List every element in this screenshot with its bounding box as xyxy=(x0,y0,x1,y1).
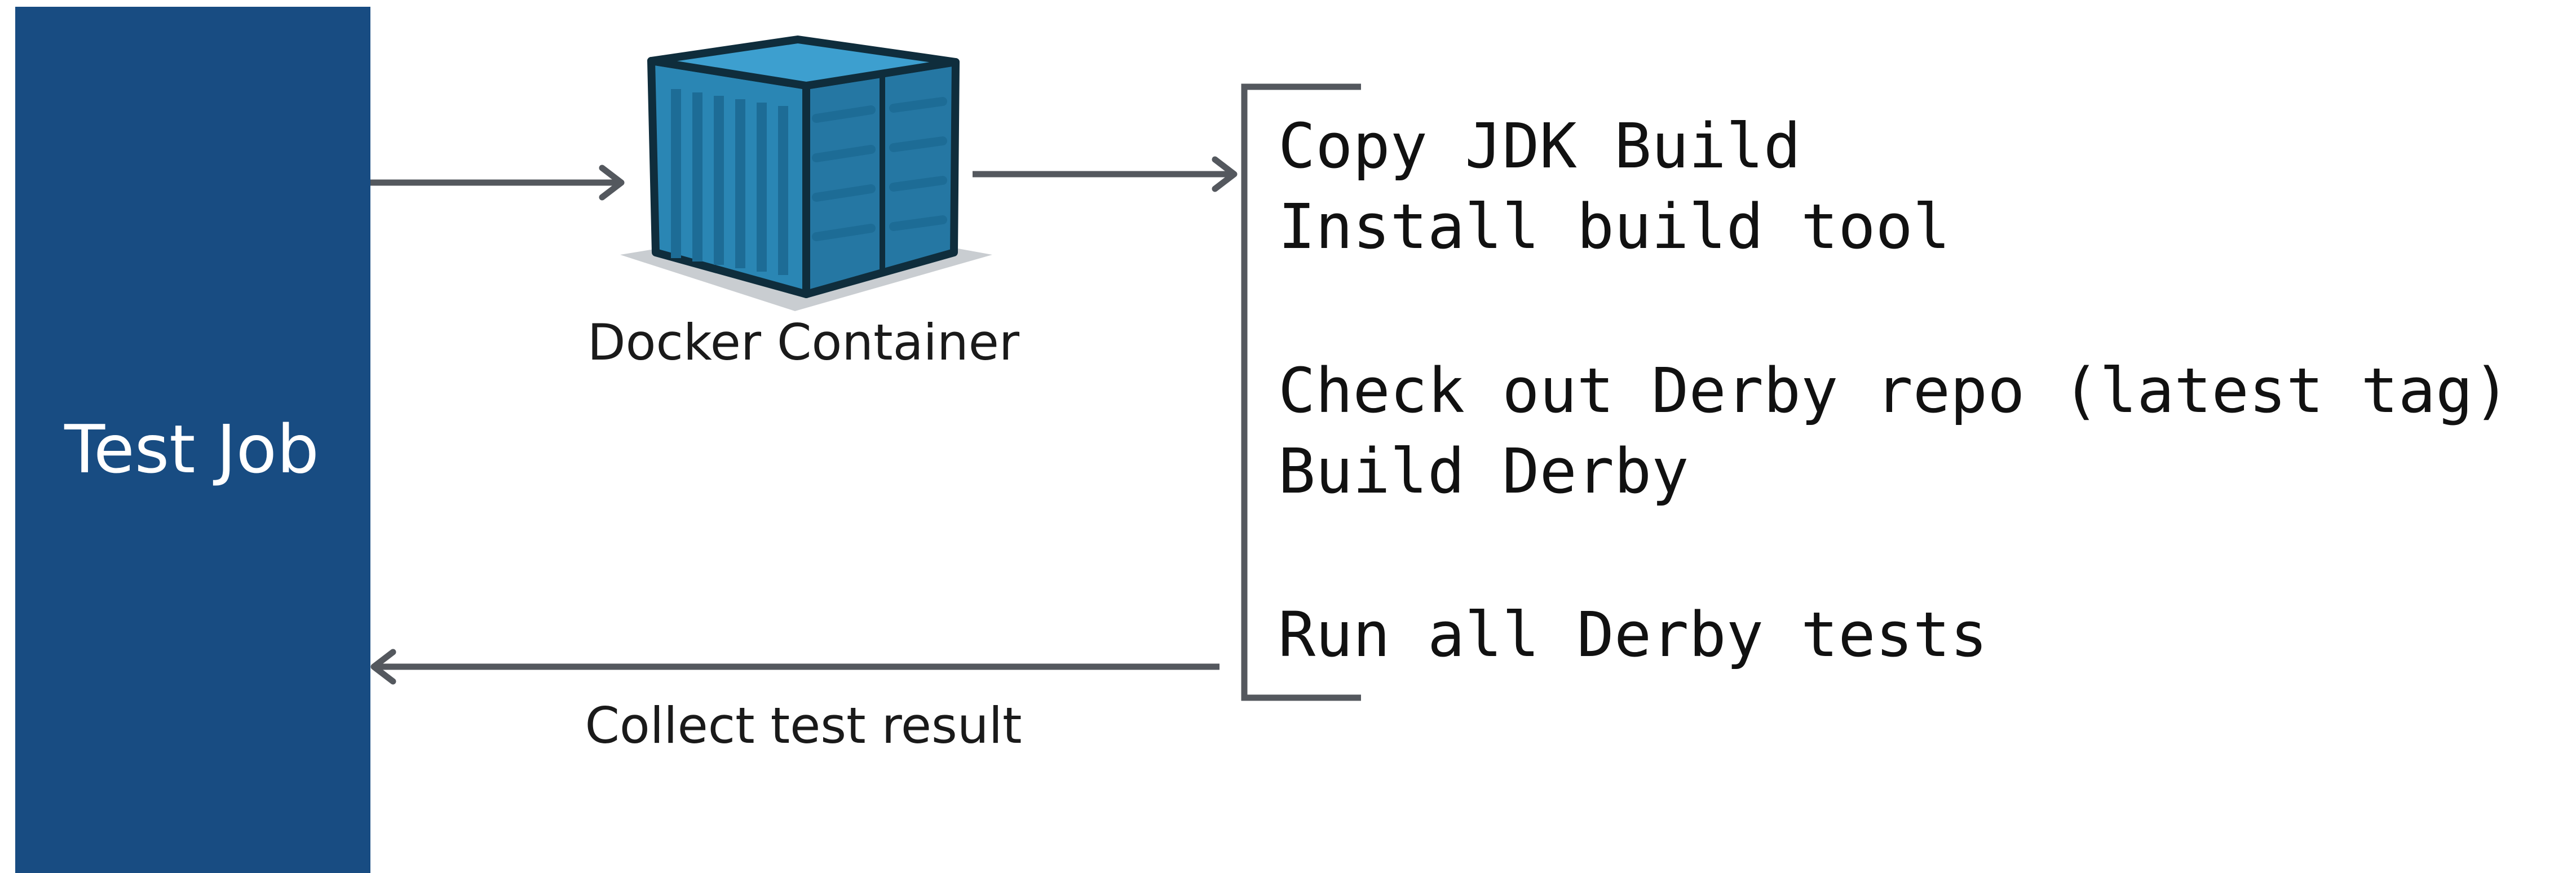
step-check-out-derby-repo: Check out Derby repo (latest tag) xyxy=(1278,354,2510,427)
docker-container-icon xyxy=(620,36,992,311)
test-job-block: Test Job xyxy=(15,7,370,873)
step-build-derby: Build Derby xyxy=(1278,435,1689,507)
step-copy-jdk-build: Copy JDK Build xyxy=(1278,110,1801,182)
docker-container-caption: Docker Container xyxy=(587,313,1020,371)
arrow-return-to-job xyxy=(370,649,1219,685)
step-run-derby-tests: Run all Derby tests xyxy=(1278,599,1987,671)
test-job-label: Test Job xyxy=(64,410,319,488)
steps-list: Copy JDK Build Install build tool Check … xyxy=(1278,110,2510,671)
arrow-to-steps xyxy=(973,156,1238,192)
collect-test-result-caption: Collect test result xyxy=(585,697,1022,755)
step-install-build-tool: Install build tool xyxy=(1278,190,1950,263)
test-job-bar xyxy=(15,7,370,873)
arrow-to-container xyxy=(370,165,625,201)
steps-bracket xyxy=(1241,83,1361,701)
